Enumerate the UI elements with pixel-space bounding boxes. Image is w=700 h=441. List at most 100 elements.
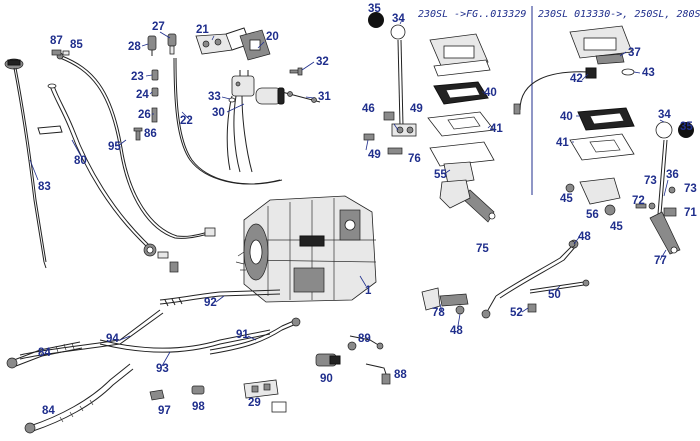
fitting-98 <box>191 385 205 395</box>
label-24: 24 <box>136 89 149 101</box>
shift-lever-early <box>397 39 404 127</box>
label-49-upper: 49 <box>410 103 423 115</box>
label-26: 26 <box>138 109 151 121</box>
rod-31 <box>281 91 321 103</box>
label-73-right: 73 <box>684 183 697 195</box>
fitting-88 <box>365 363 391 385</box>
oil-line-92 <box>159 289 281 307</box>
header-early-models: 230SL ->FG..013329 <box>418 9 526 20</box>
clip-97 <box>149 389 165 401</box>
label-71: 71 <box>684 207 697 219</box>
label-32: 32 <box>316 56 329 68</box>
clip-27 <box>167 33 177 55</box>
bracket-78 <box>421 287 469 311</box>
bolt-86 <box>133 127 143 141</box>
console-cover-late <box>569 25 633 59</box>
switch-30 <box>226 70 255 173</box>
label-80: 80 <box>74 155 87 167</box>
wire-42 <box>513 67 597 115</box>
bracket-56 <box>565 177 621 216</box>
bushing-71 <box>663 207 677 217</box>
pivot-46-49 <box>363 111 417 155</box>
console-cover-early <box>429 33 491 77</box>
part-labels: 1 20 21 22 23 24 26 27 28 29 30 31 32 33… <box>38 3 697 417</box>
label-50: 50 <box>548 289 561 301</box>
label-34-early: 34 <box>392 13 405 25</box>
label-28: 28 <box>128 41 141 53</box>
label-49-lower: 49 <box>368 149 381 161</box>
label-76: 76 <box>408 153 421 165</box>
pipe-89 <box>347 335 384 351</box>
label-40-late: 40 <box>560 111 573 123</box>
label-48-right: 48 <box>578 231 591 243</box>
label-83: 83 <box>38 181 51 193</box>
boot-40-late <box>577 107 635 131</box>
label-98: 98 <box>192 401 205 413</box>
label-84-upper: 84 <box>38 347 51 359</box>
label-94: 94 <box>106 333 119 345</box>
label-85: 85 <box>70 39 83 51</box>
label-55: 55 <box>434 169 447 181</box>
gate-early <box>429 141 495 185</box>
label-27: 27 <box>152 21 165 33</box>
spacer-23-24 <box>151 69 159 97</box>
label-72: 72 <box>632 195 645 207</box>
knob-35-late <box>678 122 694 138</box>
label-93: 93 <box>156 363 169 375</box>
base-55 <box>439 179 471 209</box>
label-77: 77 <box>654 255 667 267</box>
label-87: 87 <box>50 35 63 47</box>
oil-line-93 <box>99 329 271 353</box>
label-35-late: 35 <box>680 121 693 133</box>
label-1: 1 <box>365 285 372 297</box>
label-34-late: 34 <box>658 109 671 121</box>
screw-32 <box>289 67 303 76</box>
label-75: 75 <box>476 243 489 255</box>
bowden-sleeve-28 <box>147 35 157 56</box>
label-78: 78 <box>432 307 445 319</box>
label-29: 29 <box>248 397 261 409</box>
label-56: 56 <box>586 209 599 221</box>
hose-84-lower <box>24 363 134 434</box>
header-late-models: 230SL 013330->, 250SL, 280SL <box>538 9 700 20</box>
plate-41-early <box>427 111 495 137</box>
label-43: 43 <box>642 67 655 79</box>
dipstick-assembly <box>4 58 63 269</box>
bulb-43 <box>621 68 635 76</box>
label-90: 90 <box>320 373 333 385</box>
label-35-early: 35 <box>368 3 381 15</box>
oil-line-91 <box>209 317 301 355</box>
filler-tube-80 <box>47 83 179 273</box>
label-40-early: 40 <box>484 87 497 99</box>
plate-41-late <box>569 133 635 161</box>
label-46: 46 <box>362 103 375 115</box>
label-45-right: 45 <box>610 221 623 233</box>
label-52: 52 <box>510 307 523 319</box>
label-73-left: 73 <box>644 175 657 187</box>
hose-84-upper <box>6 341 83 369</box>
lever-48 <box>455 240 576 315</box>
label-30: 30 <box>212 107 225 119</box>
label-33: 33 <box>208 91 221 103</box>
label-89: 89 <box>358 333 371 345</box>
knob-34-late <box>655 121 673 139</box>
label-88: 88 <box>394 369 407 381</box>
knob-34-early <box>390 24 406 40</box>
leader-lines <box>29 19 669 367</box>
label-97: 97 <box>158 405 171 417</box>
label-23: 23 <box>131 71 144 83</box>
knob-35-early <box>368 12 384 28</box>
lever-77 <box>649 211 681 255</box>
bushing-52 <box>527 303 537 313</box>
label-21: 21 <box>196 24 209 36</box>
label-20: 20 <box>266 31 279 43</box>
label-95: 95 <box>108 141 121 153</box>
label-84-lower: 84 <box>42 405 55 417</box>
bracket-29 <box>243 379 287 413</box>
label-42: 42 <box>570 73 583 85</box>
pins-72-73 <box>635 186 676 210</box>
small-bolt-87-85 <box>51 49 70 56</box>
label-22: 22 <box>180 115 193 127</box>
label-31: 31 <box>318 91 331 103</box>
label-41-late: 41 <box>556 137 569 149</box>
